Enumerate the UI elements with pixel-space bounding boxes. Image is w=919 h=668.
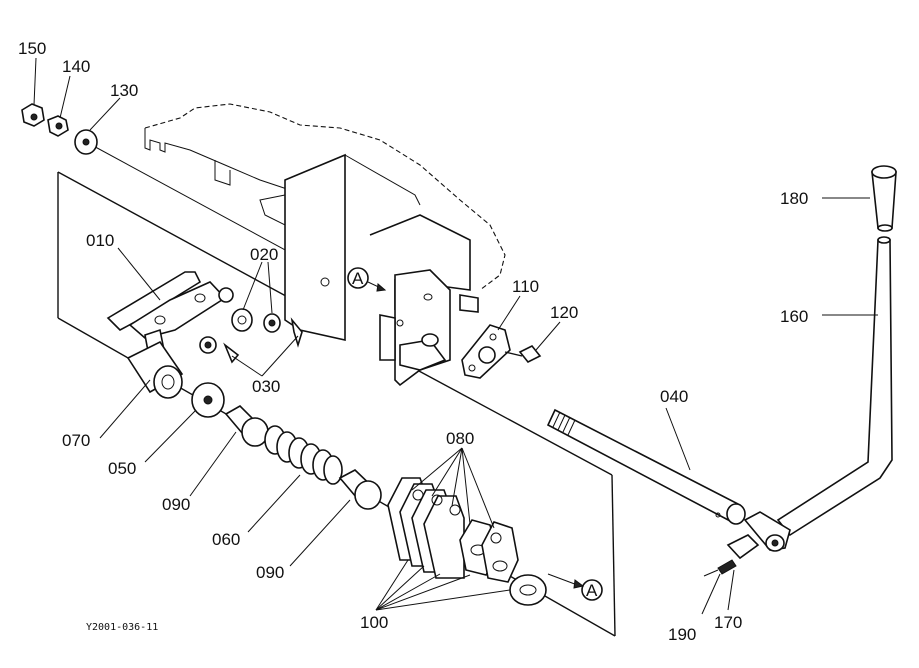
label-010: 010 [86,231,114,250]
label-110: 110 [512,277,539,296]
part-140-lock-washer [47,115,69,137]
label-170: 170 [714,613,742,632]
label-060: 060 [212,530,240,549]
part-090-collar-b [338,469,382,510]
part-070-boss [126,340,184,399]
main-bracket [144,103,506,387]
part-170-pin [703,559,737,577]
callout-leaders [33,57,878,615]
svg-text:A: A [352,269,364,288]
part-110-flange-plate [461,324,511,379]
label-190: 190 [668,625,696,644]
label-140: 140 [62,57,90,76]
svg-text:A: A [586,581,598,600]
part-040-shaft [546,408,746,525]
label-160: 160 [780,307,808,326]
marker-a-upper: A [347,267,387,292]
label-070: 070 [62,431,90,450]
label-120: 120 [550,303,578,322]
drawing-reference: Y2001-036-11 [86,622,158,633]
label-130: 130 [110,81,138,100]
part-120-bolt [504,344,542,364]
marker-a-lower: A [547,573,603,601]
label-150: 150 [18,39,46,58]
label-020: 020 [250,245,278,264]
part-160-lever-rod [726,236,893,560]
part-060-spring [264,425,343,485]
part-180-knob [871,165,897,232]
part-150-nut [21,103,45,127]
label-100: 100 [360,613,388,632]
part-020-washers [199,308,281,354]
part-050-washer [191,382,225,418]
part-100-washer [509,574,547,606]
part-080-plates [387,477,519,583]
label-090-b: 090 [256,563,284,582]
callout-labels: 150 140 130 010 020 030 070 050 090 060 … [18,39,808,644]
part-090-collar-a [224,405,269,447]
label-050: 050 [108,459,136,478]
part-130-washer [74,129,98,155]
label-030: 030 [252,377,280,396]
label-180: 180 [780,189,808,208]
label-090-a: 090 [162,495,190,514]
label-080: 080 [446,429,474,448]
label-040: 040 [660,387,688,406]
